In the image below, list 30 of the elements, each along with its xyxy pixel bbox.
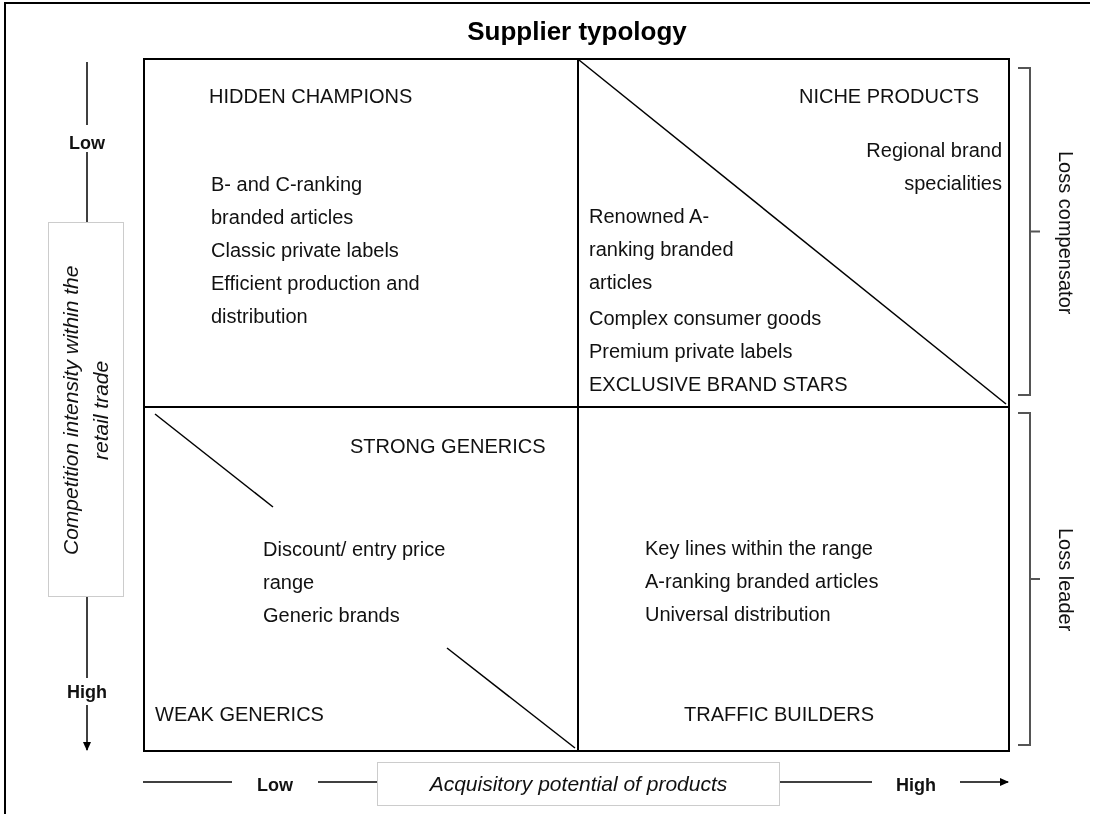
quadrant-heading: WEAK GENERICS bbox=[155, 702, 325, 727]
quadrant-box bbox=[143, 58, 579, 408]
quadrant-heading: HIDDEN CHAMPIONS bbox=[209, 84, 414, 109]
axis-label: High bbox=[895, 773, 937, 797]
category-text: Discount/ entry price range bbox=[263, 537, 447, 595]
category-text: A-ranking branded articles bbox=[645, 569, 880, 594]
axis-title: Competition intensity within the retail trade bbox=[58, 263, 113, 557]
category-text: Renowned A-ranking branded articles bbox=[589, 204, 735, 295]
category-text: Premium private labels bbox=[589, 339, 794, 364]
category-text: Universal distribution bbox=[645, 602, 832, 627]
quadrant-box bbox=[577, 406, 1010, 752]
bracket-label: Loss compensator bbox=[1053, 150, 1077, 315]
category-text: Complex consumer goods bbox=[589, 306, 823, 331]
quadrant-heading: NICHE PRODUCTS bbox=[798, 84, 979, 109]
axis-label: Low bbox=[256, 773, 294, 797]
bracket-label: Loss leader bbox=[1053, 528, 1077, 632]
axis-title: Acquisitory potential of products bbox=[377, 762, 780, 806]
category-text: B- and C-ranking branded articles bbox=[211, 172, 364, 230]
category-text: Efficient production and distribution bbox=[211, 271, 421, 329]
quadrant-box bbox=[143, 406, 579, 752]
axis-label: High bbox=[66, 680, 108, 704]
quadrant-heading: TRAFFIC BUILDERS bbox=[684, 702, 876, 727]
quadrant-heading: EXCLUSIVE BRAND STARS bbox=[589, 372, 849, 397]
category-text: Generic brands bbox=[263, 603, 401, 628]
category-text: Regional brand specialities bbox=[865, 138, 1002, 196]
category-text: Classic private labels bbox=[211, 238, 400, 263]
quadrant-heading: STRONG GENERICS bbox=[350, 434, 547, 459]
category-text: Key lines within the range bbox=[645, 536, 874, 561]
title: Supplier typology bbox=[466, 16, 688, 47]
axis-label: Low bbox=[68, 131, 106, 155]
